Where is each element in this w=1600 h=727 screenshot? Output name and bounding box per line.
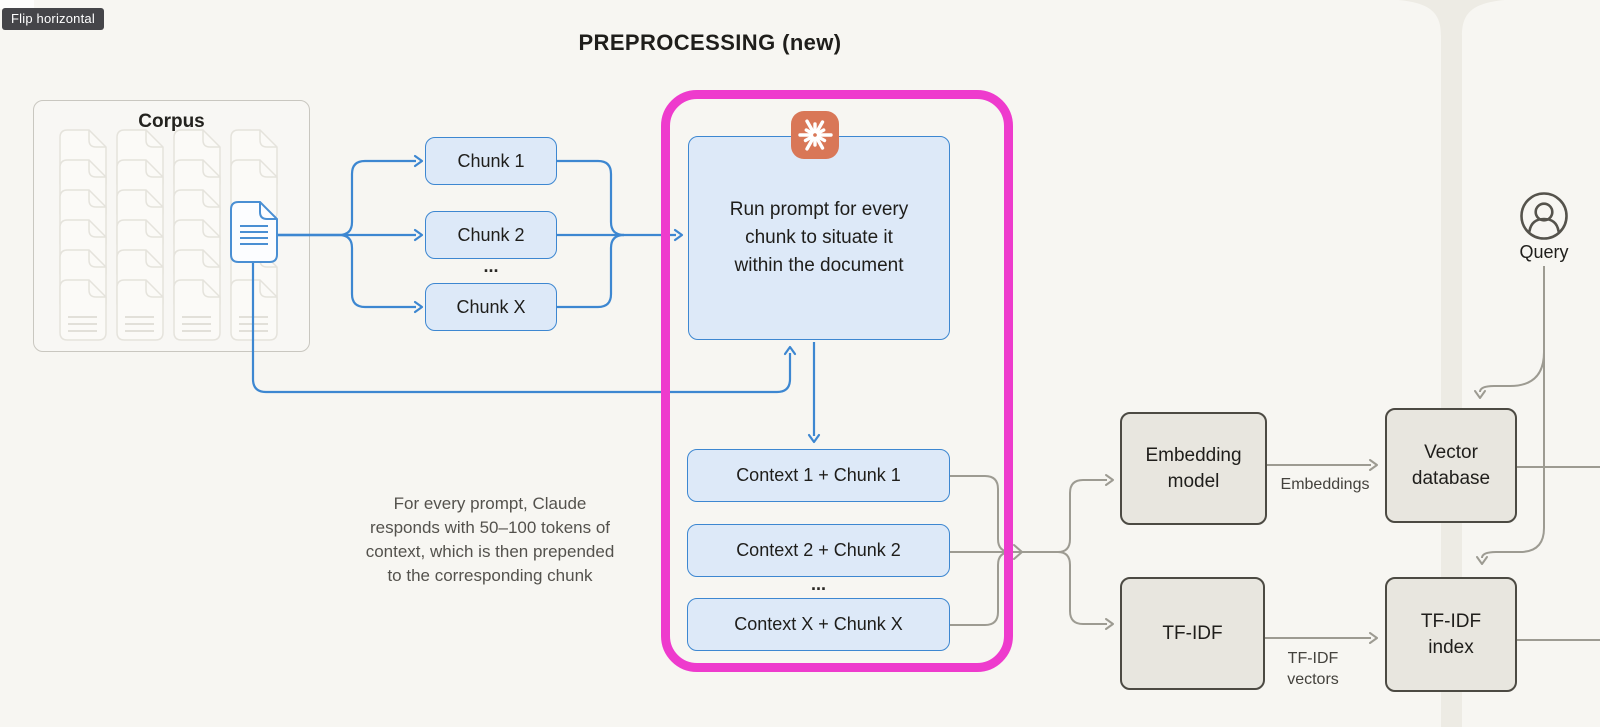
- corner-sliver: [0, 0, 34, 9]
- tfidf-index-label: TF-IDF index: [1420, 610, 1482, 658]
- tfidf-vectors-label: TF-IDF vectors: [1287, 650, 1339, 688]
- embedding-model-label: Embedding model: [1145, 444, 1242, 492]
- vector-database-label: Vector database: [1411, 441, 1491, 489]
- context-x-box: Context X + Chunk X: [687, 598, 950, 651]
- claude-spark-icon: [791, 111, 839, 159]
- query-label: Query: [1519, 242, 1569, 262]
- context-1-box: Context 1 + Chunk 1: [687, 449, 950, 502]
- chunk-x-label: Chunk X: [456, 296, 526, 317]
- context-1-label: Context 1 + Chunk 1: [736, 465, 901, 485]
- context-x-label: Context X + Chunk X: [734, 614, 903, 634]
- vector-database-box: Vector database: [1385, 408, 1517, 523]
- chunk-1-box: Chunk 1: [425, 137, 557, 185]
- chunk-1-label: Chunk 1: [457, 150, 525, 171]
- caption-line: For every prompt, Claude: [393, 494, 587, 513]
- context-2-box: Context 2 + Chunk 2: [687, 524, 950, 577]
- context-2-label: Context 2 + Chunk 2: [736, 540, 901, 560]
- chunk-x-box: Chunk X: [425, 283, 557, 331]
- document-stack-icon: [59, 129, 278, 341]
- chunk-2-label: Chunk 2: [457, 224, 525, 245]
- tfidf-label: TF-IDF: [1162, 622, 1223, 644]
- caption-line: to the corresponding chunk: [387, 566, 593, 585]
- run-prompt-text: Run prompt for every chunk to situate it…: [729, 199, 909, 276]
- flip-horizontal-tooltip[interactable]: Flip horizontal: [2, 8, 104, 30]
- embedding-model-box: Embedding model: [1120, 412, 1267, 525]
- embeddings-label: Embeddings: [1280, 476, 1370, 493]
- chunk-2-box: Chunk 2: [425, 211, 557, 259]
- contexts-ellipsis: ...: [810, 574, 826, 594]
- diagram-title: PREPROCESSING (new): [578, 30, 842, 55]
- corpus-group: Corpus: [33, 100, 310, 352]
- highlighted-document-icon: [230, 201, 278, 263]
- highlight-frame: [661, 90, 1013, 672]
- chunks-ellipsis: ...: [483, 256, 499, 276]
- corpus-label: Corpus: [138, 111, 205, 132]
- caption-text: For every prompt, Claude responds with 5…: [320, 492, 660, 588]
- user-circle-icon: [1514, 186, 1574, 246]
- run-prompt-box: Run prompt for every chunk to situate it…: [688, 136, 950, 340]
- caption-line: responds with 50–100 tokens of: [369, 518, 611, 537]
- tfidf-index-box: TF-IDF index: [1385, 577, 1517, 692]
- tfidf-box: TF-IDF: [1120, 577, 1265, 690]
- caption-line: context, which is then prepended: [365, 542, 615, 561]
